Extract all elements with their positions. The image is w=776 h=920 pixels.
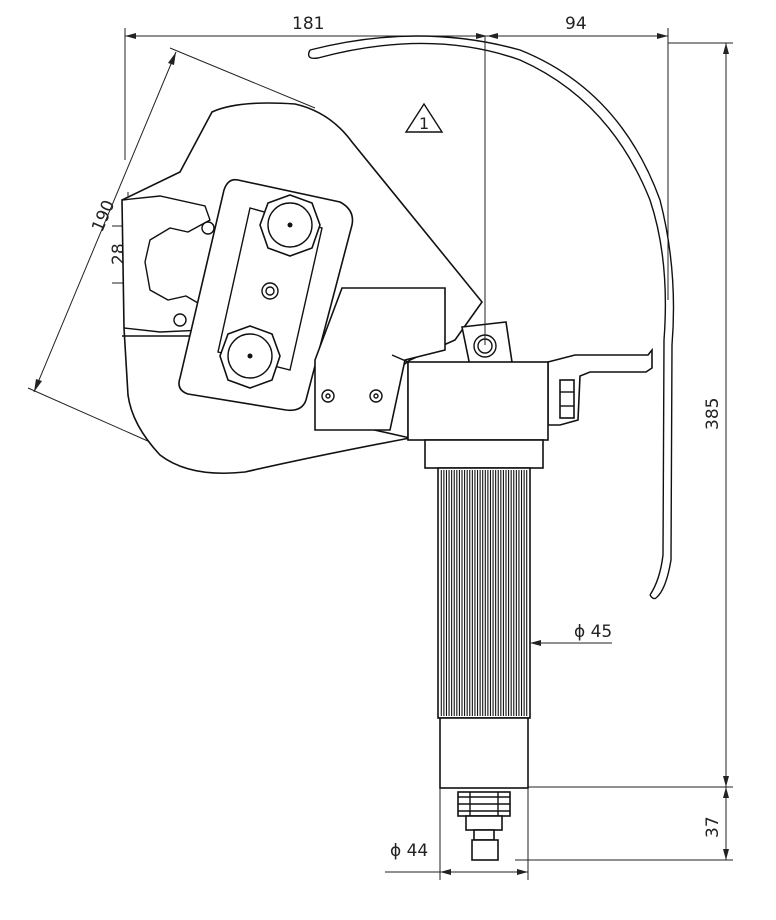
dimension-37: 37 [515,786,733,861]
handle [437,467,531,719]
dimension-385: 385 [668,42,733,787]
callout-label: 1 [419,114,429,133]
dimension-94: 94 [487,14,669,300]
dimension-dia-45: ϕ 45 [530,622,612,646]
handle-end-cap [439,717,529,789]
dimension-label-dia-45: ϕ 45 [574,622,612,642]
dimension-label-dia-44: ϕ 44 [390,841,428,861]
hydraulic-coupling [457,791,511,861]
dimension-label-190: 190 [88,197,119,235]
guard-bracket [307,35,675,600]
roller-bottom [219,325,281,389]
callout-triangle: 1 [404,102,444,133]
dimension-label-94: 94 [565,14,587,34]
pivot-tab [461,36,513,367]
cylinder-block [407,361,549,469]
dimension-label-385: 385 [703,398,723,430]
dimension-label-37: 37 [703,816,723,838]
side-block [314,287,446,440]
handle-ribs [440,470,528,716]
roller-top [259,194,321,257]
dimension-dia-44: ϕ 44 [385,788,529,880]
dimension-label-181: 181 [292,14,324,34]
